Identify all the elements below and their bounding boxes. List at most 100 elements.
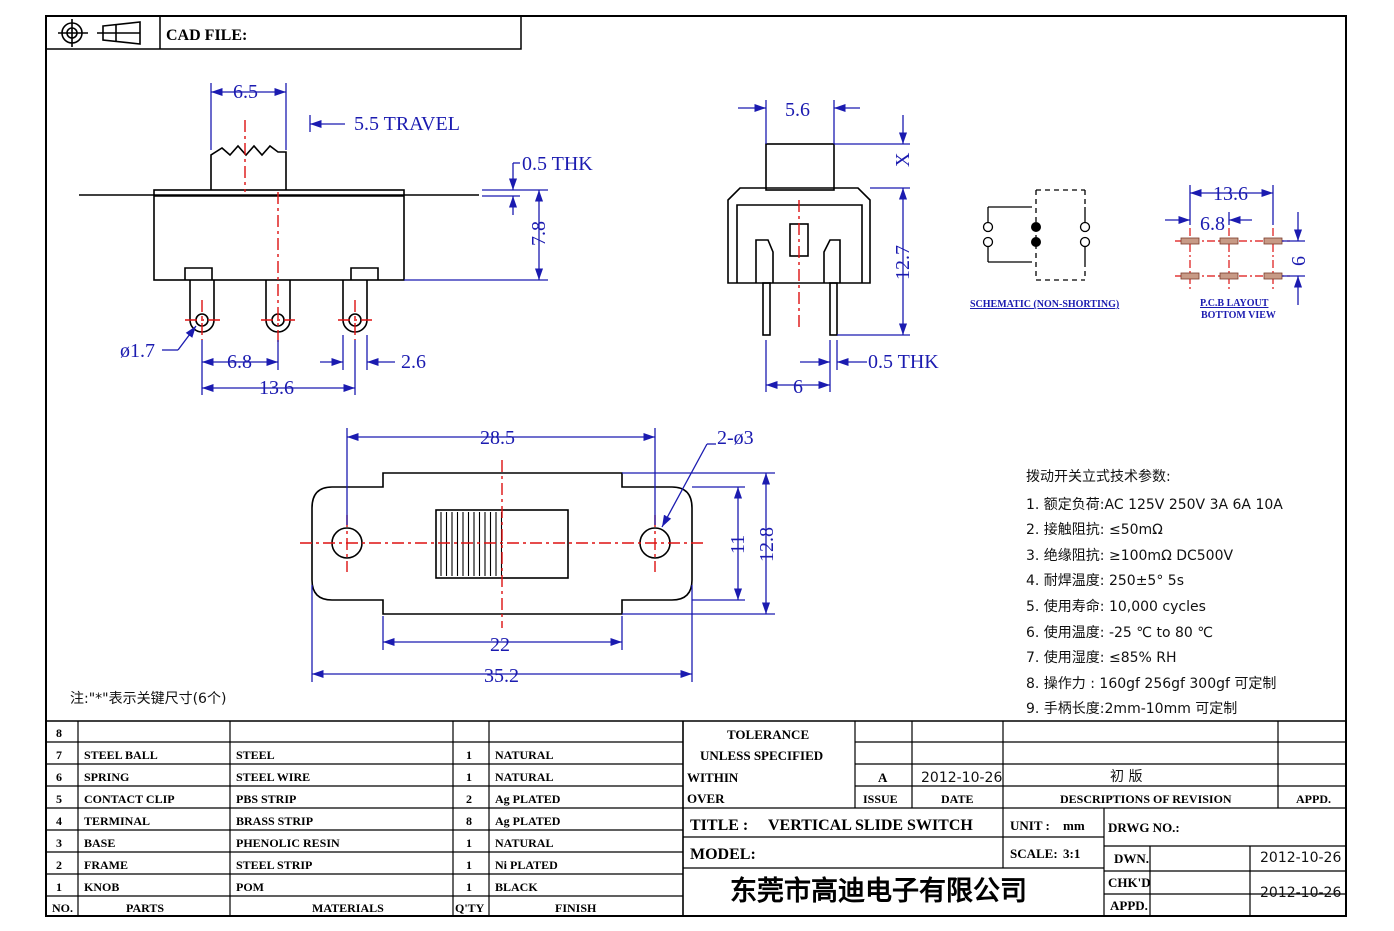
unit-value: mm (1063, 818, 1085, 833)
dim-outer-height: 12.8 (756, 527, 778, 562)
bom-cell-material: POM (236, 880, 264, 894)
issue-date: 2012-10-26 (921, 770, 1002, 786)
dim-end-thk: 0.5 THK (868, 351, 939, 373)
pcb-dim-span: 13.6 (1213, 183, 1248, 205)
approved-label: APPD. (1110, 898, 1148, 913)
dim-hole-span: 28.5 (480, 427, 515, 449)
dim-pin-width: 2.6 (401, 351, 426, 373)
spec-item: 4. 耐焊温度: 250±5° 5s (1026, 573, 1184, 589)
tolerance-label: TOLERANCE (727, 727, 809, 742)
dim-pin-pitch: 6 (793, 376, 803, 398)
dim-inner-height: 11 (727, 535, 749, 554)
appd-label: APPD. (1296, 792, 1331, 806)
bom-cell-qty: 1 (466, 836, 472, 850)
header-box: CAD FILE: (45, 15, 522, 50)
dim-x-label: X (892, 152, 914, 167)
dim-end-width: 5.6 (785, 99, 810, 121)
pcb-label-bottom: BOTTOM VIEW (1201, 310, 1276, 321)
bom-cell-finish: NATURAL (495, 836, 553, 850)
bom-cell-material: STEEL (236, 748, 275, 762)
dim-thk: 0.5 THK (522, 153, 593, 175)
dim-hole-dia: ø1.7 (120, 340, 155, 362)
bom-header-no: NO. (52, 901, 73, 915)
bom-cell-part: KNOB (84, 880, 119, 894)
projection-symbol-icon (58, 19, 141, 47)
within-label: WITHIN (687, 770, 739, 785)
pcb-dim-row-gap: 6 (1288, 256, 1310, 266)
issue-label: ISSUE (863, 792, 898, 806)
end-view: 5.6 X 12.7 0.5 THK 6 (727, 99, 939, 398)
over-label: OVER (687, 791, 725, 806)
bom-cell-material: STEEL WIRE (236, 770, 310, 784)
bom-cell-finish: Ag PLATED (495, 792, 561, 806)
unit-label: UNIT : (1010, 818, 1050, 833)
dim-height: 7.8 (528, 221, 550, 246)
bom-cell-qty: 8 (466, 814, 472, 828)
bom-cell-finish: NATURAL (495, 770, 553, 784)
dim-total-length: 35.2 (484, 665, 519, 687)
bom-header-parts: PARTS (126, 901, 164, 915)
dim-end-height: 12.7 (892, 245, 914, 280)
title-block: TOLERANCE UNLESS SPECIFIED WITHIN OVER A… (683, 721, 1346, 916)
bom-cell-finish: Ag PLATED (495, 814, 561, 828)
side-view: 6.5 5.5 TRAVEL 0.5 THK 7.8 ø1.7 6.8 13.6… (79, 81, 593, 399)
spec-item: 3. 绝缘阻抗: ≥100mΩ DC500V (1026, 548, 1233, 564)
unless-specified-label: UNLESS SPECIFIED (700, 748, 823, 763)
dim-span: 13.6 (259, 377, 294, 399)
bom-cell-part: BASE (84, 836, 115, 850)
sheet-border (45, 15, 1347, 917)
revision-description: 初 版 (1110, 768, 1142, 785)
model-label: MODEL: (690, 846, 756, 863)
dim-hole-callout: 2-ø3 (717, 427, 754, 449)
bom-cell-qty: 1 (466, 770, 472, 784)
drawing-number-label: DRWG NO.: (1108, 820, 1180, 835)
spec-item: 2. 接触阻抗: ≤50mΩ (1026, 521, 1163, 538)
bom-cell-qty: 1 (466, 858, 472, 872)
bom-cell-part: CONTACT CLIP (84, 792, 175, 806)
bom-cell-material: PHENOLIC RESIN (236, 836, 340, 850)
knob-ribs (440, 512, 503, 576)
pcb-label: P.C.B LAYOUT (1200, 298, 1269, 309)
spec-item: 9. 手柄长度:2mm-10mm 可定制 (1026, 701, 1237, 717)
key-dimension-note: 注:"*"表示关键尺寸(6个) (70, 691, 226, 707)
pcb-dim-pitch: 6.8 (1200, 213, 1225, 235)
bom-cell-no: 4 (56, 814, 62, 828)
dim-knob-width: 6.5 (233, 81, 258, 103)
spec-item: 8. 操作力 : 160gf 256gf 300gf 可定制 (1026, 676, 1276, 692)
schematic: SCHEMATIC (NON-SHORTING) (970, 189, 1119, 310)
checked-date: 2012-10-26 (1260, 885, 1341, 901)
company-name: 东莞市高迪电子有限公司 (730, 875, 1027, 907)
bom-cell-no: 7 (56, 748, 62, 762)
spec-item: 6. 使用温度: -25 ℃ to 80 ℃ (1026, 624, 1213, 641)
top-view: 28.5 2-ø3 11 12.8 22 35.2 (300, 427, 778, 687)
spec-list: 拨动开关立式技术参数: 1. 额定负荷:AC 125V 250V 3A 6A 1… (1026, 468, 1283, 717)
bom-cell-no: 5 (56, 792, 62, 806)
bom-header-materials: MATERIALS (312, 901, 384, 915)
title-label: TITLE : (690, 817, 748, 834)
bom-cell-material: PBS STRIP (236, 792, 296, 806)
bom-cell-no: 2 (56, 858, 62, 872)
bom-cell-material: STEEL STRIP (236, 858, 312, 872)
spec-title: 拨动开关立式技术参数: (1026, 468, 1171, 485)
scale-value: 3:1 (1063, 846, 1080, 861)
bom-header-qty: Q'TY (455, 901, 485, 915)
schematic-label: SCHEMATIC (NON-SHORTING) (970, 299, 1119, 310)
scale-label: SCALE: (1010, 846, 1058, 861)
bom-cell-finish: Ni PLATED (495, 858, 558, 872)
pcb-layout: 13.6 6.8 6 P.C.B LAYOUT BOTTOM VIEW (1165, 183, 1310, 321)
spec-item: 7. 使用湿度: ≤85% RH (1026, 649, 1177, 666)
descriptions-label: DESCRIPTIONS OF REVISION (1060, 792, 1232, 806)
checked-label: CHK'D (1108, 875, 1151, 890)
bom-cell-finish: NATURAL (495, 748, 553, 762)
bom-cell-part: FRAME (84, 858, 128, 872)
cad-file-label: CAD FILE: (166, 27, 247, 44)
date-label: DATE (941, 792, 973, 806)
bom-cell-no: 3 (56, 836, 62, 850)
drawn-label: DWN. (1114, 851, 1149, 866)
bom-cell-finish: BLACK (495, 880, 538, 894)
spec-item: 5. 使用寿命: 10,000 cycles (1026, 598, 1206, 615)
bom-cell-part: STEEL BALL (84, 748, 158, 762)
bom-cell-qty: 2 (466, 792, 472, 806)
